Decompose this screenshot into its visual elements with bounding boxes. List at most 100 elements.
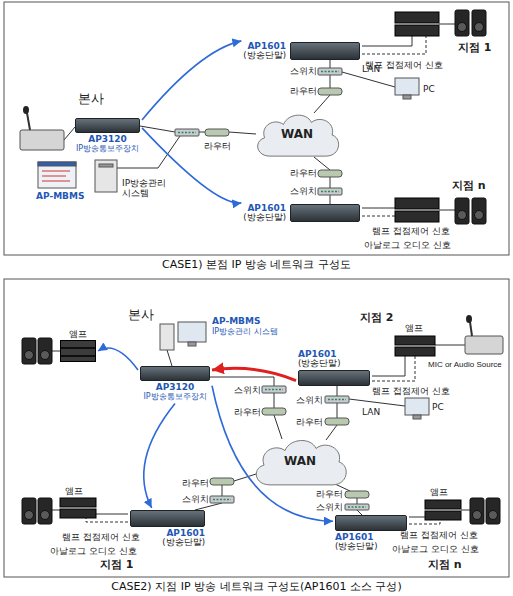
speaker-icon — [38, 498, 52, 524]
speaker-icon — [472, 198, 486, 224]
device-node: AP1601(방송단말) — [241, 201, 362, 225]
broadcast-arrow — [144, 404, 175, 508]
switch-icon — [175, 68, 369, 510]
router-label: 라우터 — [204, 141, 231, 151]
node-subtitle: IP방송통보주장치 — [76, 144, 139, 153]
site-label: 지점 n — [452, 180, 486, 193]
speaker-cone — [475, 23, 484, 32]
network-wire — [210, 377, 274, 386]
cloud-outline — [256, 441, 346, 485]
text-stack: AP3120IP방송통보주장치 — [143, 382, 206, 402]
source-broadcast-arrow — [212, 368, 296, 380]
device-node: AP1601(방송단말) — [128, 508, 207, 550]
router-icon — [205, 129, 229, 136]
speaker-icon — [22, 338, 36, 364]
speaker-icon — [22, 498, 36, 524]
lan-label: LAN — [362, 407, 380, 417]
amplifier-body — [60, 340, 96, 362]
system-description: IP방송관리 시스템 — [212, 327, 278, 336]
speaker-cone — [41, 511, 50, 520]
device-body — [140, 366, 210, 381]
device-node: AP1601(방송단말) — [241, 39, 362, 63]
router-icon — [210, 478, 234, 485]
router-label: 라우터 — [296, 417, 323, 427]
speaker-cone — [41, 351, 50, 360]
speaker-icon — [38, 338, 52, 364]
node-title: AP1601 — [243, 41, 286, 51]
speaker-cone — [25, 351, 34, 360]
pc-icon — [178, 322, 206, 342]
panel-frame — [4, 2, 509, 255]
network-wire — [64, 24, 455, 210]
device-body — [298, 370, 370, 386]
pc-label: PC — [423, 84, 435, 94]
text-stack: WAN — [281, 128, 313, 142]
signal-label: 아날로그 오디오 신호 — [364, 240, 451, 250]
microphone-console — [466, 315, 472, 323]
device-body — [335, 515, 407, 531]
switch-ports — [178, 72, 366, 508]
node-subtitle: (방송단말) — [298, 359, 341, 369]
node-title: AP1601 — [298, 349, 341, 359]
node-subtitle: (방송단말) — [243, 51, 286, 61]
router-label: 라우터 — [234, 407, 261, 417]
speaker-icon — [455, 10, 469, 36]
text-stack: AP1601(방송단말) — [298, 349, 341, 369]
pc-icon — [99, 164, 113, 167]
device-body — [130, 510, 205, 527]
broadcast-arrow — [98, 348, 138, 370]
microphone-console — [20, 130, 64, 150]
amplifier-label: 앰프 — [65, 486, 83, 496]
site-label: 지점 1 — [100, 559, 133, 572]
node-title: AP3120 — [76, 134, 139, 144]
switch-label: 스위치 — [316, 502, 343, 512]
speaker-cone — [458, 211, 467, 220]
speaker-cone — [473, 511, 482, 520]
pc-icon — [95, 160, 117, 192]
wan-cloud: WAN — [250, 436, 350, 488]
device-body — [75, 118, 140, 133]
site-label: 본사 — [78, 92, 104, 107]
site-label: 지점 1 — [458, 42, 491, 55]
site-label: 지점 n — [428, 559, 462, 572]
amplifier-label: 앰프 — [430, 487, 448, 497]
pc-icon — [405, 398, 429, 415]
node-title: AP1601 — [335, 532, 378, 542]
amplifier-icon — [395, 198, 439, 209]
pc-icon — [413, 415, 421, 419]
node-subtitle: (방송단말) — [335, 542, 378, 552]
pc-icon — [38, 162, 76, 188]
node-subtitle: (방송단말) — [243, 213, 286, 223]
signal-label: 램프 접점제어 신호 — [62, 532, 140, 542]
node-title: AP1601 — [243, 203, 286, 213]
figure-caption: CASE2) 지점 IP 방송 네트워크 구성도(AP1601 소스 구성) — [0, 581, 513, 594]
speaker-icon — [455, 198, 469, 224]
cloud-outline — [258, 115, 339, 156]
amplifier-label: 앰프 — [405, 323, 423, 333]
pc-icon — [160, 324, 174, 350]
signal-label: 아날로그 오디오 신호 — [392, 544, 479, 554]
speaker-icon — [472, 10, 486, 36]
system-description: IP방송관리 시스템 — [122, 178, 174, 199]
switch-label: 스위치 — [290, 66, 317, 76]
switch-label: 스위치 — [290, 186, 317, 196]
text-stack: 앰프 — [69, 329, 87, 339]
broadcast-arrow — [142, 128, 241, 203]
signal-label: 램프 접점제어 신호 — [372, 226, 450, 236]
router-icon — [205, 88, 369, 498]
router-label: 라우터 — [290, 168, 317, 178]
speaker-cone — [25, 511, 34, 520]
site-label: 지점 2 — [360, 312, 393, 325]
router-icon — [345, 491, 369, 498]
amplifier-icon — [395, 336, 435, 345]
node-title: WAN — [281, 128, 313, 142]
device-node: AP3120IP방송통보주장치 — [73, 116, 142, 156]
amplifier-icon — [425, 511, 461, 520]
node-title: AP1601 — [162, 528, 205, 538]
speaker-icon — [470, 498, 484, 524]
signal-label: 램프 접점제어 신호 — [400, 530, 478, 540]
amplifier-icon — [395, 347, 435, 356]
amplifier-icon — [60, 498, 96, 507]
router-icon — [262, 408, 286, 415]
device-node: AP3120IP방송통보주장치 — [138, 364, 212, 404]
